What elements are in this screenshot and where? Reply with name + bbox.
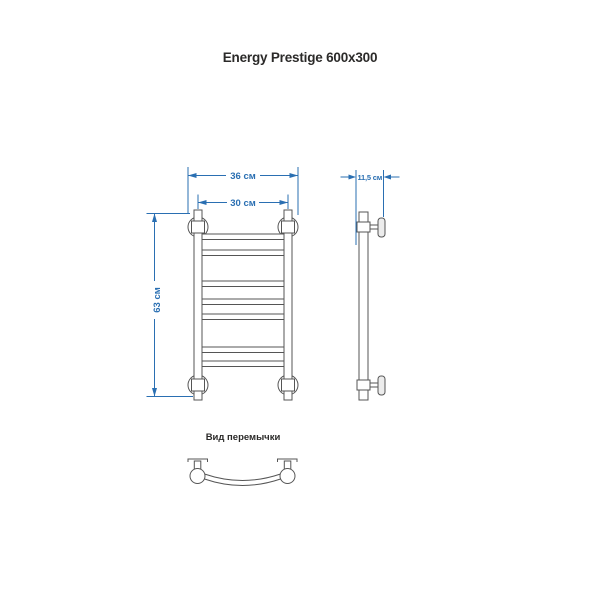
crossbar-top-edge xyxy=(204,473,281,481)
arrowhead-up xyxy=(152,213,157,222)
arrowhead-inward-right xyxy=(383,174,391,180)
wall-cap-right xyxy=(277,458,298,462)
width-dimension-label: 36 см xyxy=(230,171,256,182)
mount-nut-bottom-right xyxy=(281,378,295,392)
side-bracket-bottom xyxy=(356,375,386,396)
mount-nut-top-right xyxy=(281,220,295,234)
spacing-dimension-label: 30 см xyxy=(230,198,256,209)
bracket-neck xyxy=(369,224,379,230)
rung xyxy=(201,360,285,367)
crossbar-bottom-edge xyxy=(204,478,281,486)
rung xyxy=(201,346,285,353)
arrowhead-down xyxy=(152,388,157,397)
side-tube xyxy=(358,211,369,401)
label-backing xyxy=(149,281,163,319)
arrowhead-left xyxy=(188,173,197,178)
dimension-depth-11-5: 11,5 см xyxy=(340,170,400,245)
rung xyxy=(201,313,285,320)
front-mount-rings xyxy=(187,216,299,396)
wall-flange xyxy=(377,217,386,238)
front-post-left xyxy=(193,209,203,401)
dimension-height-63: 63 см xyxy=(146,213,193,397)
side-bracket-top xyxy=(356,217,386,238)
dimension-width-36: 36 см xyxy=(187,167,299,215)
mount-nut-top-left xyxy=(191,220,205,234)
front-rungs xyxy=(201,233,285,367)
front-mount-nuts xyxy=(191,220,295,392)
arrowhead-right xyxy=(289,173,298,178)
arrowhead-inward-left xyxy=(348,174,356,180)
rotated-height-label: 63 см xyxy=(149,281,163,319)
post-section-right xyxy=(279,468,296,484)
bracket-sleeve xyxy=(356,221,371,233)
rung xyxy=(201,249,285,256)
rung xyxy=(201,280,285,287)
arrowhead-left xyxy=(198,200,207,205)
stem-right xyxy=(283,460,292,470)
post-section-left xyxy=(189,468,206,484)
stem-left xyxy=(193,460,202,470)
label-backing xyxy=(226,169,260,182)
bracket-neck xyxy=(369,382,379,388)
height-dimension-label: 63 см xyxy=(152,287,163,313)
page-title: Energy Prestige 600x300 xyxy=(222,50,378,65)
wall-flange xyxy=(377,375,386,396)
crossbar-detail-caption: Вид перемычки xyxy=(206,432,281,443)
bracket-sleeve xyxy=(356,379,371,391)
arrowhead-right xyxy=(279,200,288,205)
front-post-right xyxy=(283,209,293,401)
rung xyxy=(201,298,285,305)
crossbar-detail: Вид перемычки xyxy=(187,432,298,486)
rung xyxy=(201,233,285,240)
front-view xyxy=(187,209,299,401)
mount-nut-bottom-left xyxy=(191,378,205,392)
depth-dimension-label: 11,5 см xyxy=(358,173,383,182)
wall-cap-left xyxy=(187,458,208,462)
label-backing xyxy=(227,196,259,209)
dimension-spacing-30: 30 см xyxy=(197,194,289,209)
side-view xyxy=(356,211,386,401)
